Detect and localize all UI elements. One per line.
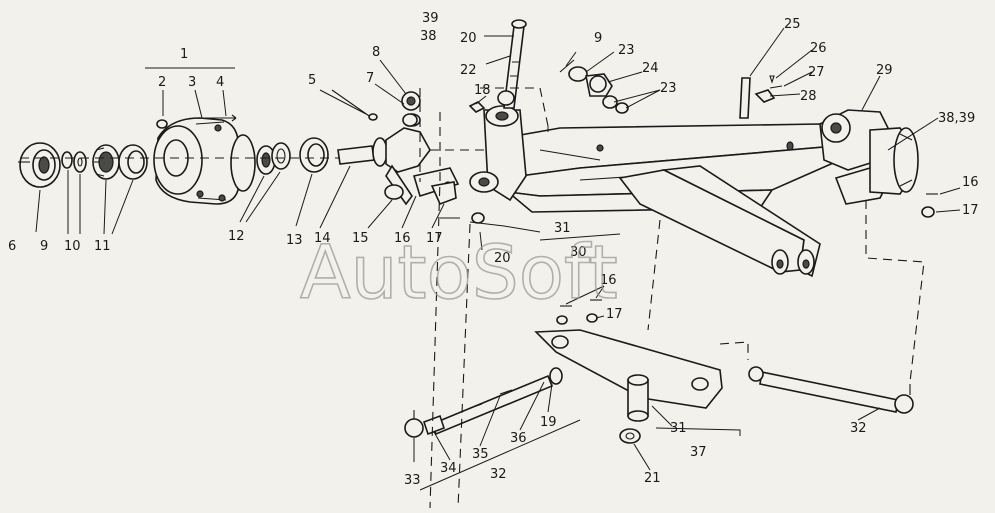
callout-20-top: 20 [460, 31, 477, 46]
callout-17-left: 17 [426, 231, 443, 246]
nut-part-17b [921, 206, 935, 218]
pin-part-25 [739, 77, 751, 119]
seal-part-23b [602, 95, 629, 114]
callout-32-right: 32 [850, 421, 867, 436]
callout-1: 1 [180, 47, 188, 62]
part-27 [769, 85, 783, 89]
washer-part-21 [619, 428, 641, 444]
callout-25: 25 [784, 17, 801, 32]
nut-part-9 [61, 151, 73, 169]
bushing-part-8b [497, 90, 515, 106]
part-28 [754, 89, 776, 103]
callout-14: 14 [314, 231, 331, 246]
clamp-part-34 [422, 414, 446, 436]
radius-arms-part-30 [618, 165, 821, 278]
callout-19: 19 [540, 415, 557, 430]
callout-16-right: 16 [962, 175, 979, 190]
callout-37: 37 [690, 445, 707, 460]
callout-28: 28 [800, 89, 817, 104]
callout-18: 18 [474, 83, 491, 98]
tie-rod-left-part-35 [430, 374, 554, 436]
bushing-part-23a [568, 66, 588, 82]
spring-pin-part-9b [559, 59, 575, 73]
bearing-part-12b [271, 142, 291, 170]
callout-34: 34 [440, 461, 457, 476]
callout-17-lower: 17 [606, 307, 623, 322]
bushing-part-8a [401, 91, 421, 111]
callout-38-left: 38 [420, 29, 437, 44]
callout-22: 22 [460, 63, 477, 78]
shim-part-18 [468, 101, 486, 113]
callout-16-left: 16 [394, 231, 411, 246]
callout-31-lower: 31 [670, 421, 687, 436]
bushing-part-7a [402, 113, 418, 127]
lever-part-17a [430, 181, 457, 206]
callout-20-lower: 20 [494, 251, 511, 266]
callout-16-lower: 16 [600, 273, 617, 288]
callout-38-39-right: 38,39 [938, 111, 975, 126]
callout-39-left: 39 [422, 11, 439, 26]
right-hub-assembly [869, 127, 919, 195]
cotter-pin-part-16c [560, 299, 602, 307]
tie-rod-end-part-19 [549, 367, 563, 385]
callout-3: 3 [188, 75, 196, 90]
callout-21: 21 [644, 471, 661, 486]
tie-rod-end-part-33 [404, 410, 424, 438]
callout-27: 27 [808, 65, 825, 80]
callout-4: 4 [216, 75, 224, 90]
bearing-part-12a [256, 145, 276, 175]
callout-11: 11 [94, 239, 111, 254]
callout-9-top: 9 [594, 31, 602, 46]
callout-8: 8 [372, 45, 380, 60]
callout-9: 9 [40, 239, 48, 254]
tie-rod-right-part-32b [748, 366, 914, 414]
callout-5: 5 [308, 73, 316, 88]
callout-32-lower: 32 [490, 467, 507, 482]
steering-bracket-part-37 [534, 329, 723, 409]
callout-7: 7 [366, 71, 374, 86]
bushing-part-24 [585, 73, 613, 97]
callout-10: 10 [64, 239, 81, 254]
callout-6: 6 [8, 239, 16, 254]
callout-31-upper: 31 [554, 221, 571, 236]
damper-part-31b [627, 374, 649, 422]
callout-13: 13 [286, 233, 303, 248]
bearing-part-11a [92, 144, 120, 180]
steering-knuckle-part-14 [337, 113, 431, 206]
callout-labels: 1 2 3 4 5 6 7 8 9 10 11 12 13 14 15 16 1… [8, 11, 979, 488]
seal-part-13 [299, 137, 329, 173]
callout-33: 33 [404, 473, 421, 488]
king-pin-boss-left [469, 105, 527, 202]
wheel-hub-part-3 [153, 117, 256, 205]
callout-15: 15 [352, 231, 369, 246]
washer-part-10 [73, 151, 87, 173]
callout-35: 35 [472, 447, 489, 462]
king-pin-part-22 [503, 19, 527, 109]
bearing-part-11b [118, 144, 148, 180]
callout-30: 30 [570, 245, 587, 260]
pin-part-5 [331, 89, 378, 121]
leader-lines [35, 27, 961, 471]
callout-17-right: 17 [962, 203, 979, 218]
stud-part-4 [200, 114, 237, 122]
callout-12: 12 [228, 229, 245, 244]
bolt-part-15 [384, 184, 404, 200]
callout-29: 29 [876, 63, 893, 78]
callout-26: 26 [810, 41, 827, 56]
callout-23-mid: 23 [660, 81, 677, 96]
nut-part-31a [471, 212, 485, 224]
callout-24: 24 [642, 61, 659, 76]
assembly-lines [20, 67, 925, 509]
wheel-stud-part-2 [156, 119, 168, 129]
hub-cap-part-6 [18, 142, 61, 188]
callout-2: 2 [158, 75, 166, 90]
part-26 [769, 75, 775, 84]
callout-23-top: 23 [618, 43, 635, 58]
watermark-logo: AutoSoft [300, 230, 618, 316]
callout-36: 36 [510, 431, 527, 446]
